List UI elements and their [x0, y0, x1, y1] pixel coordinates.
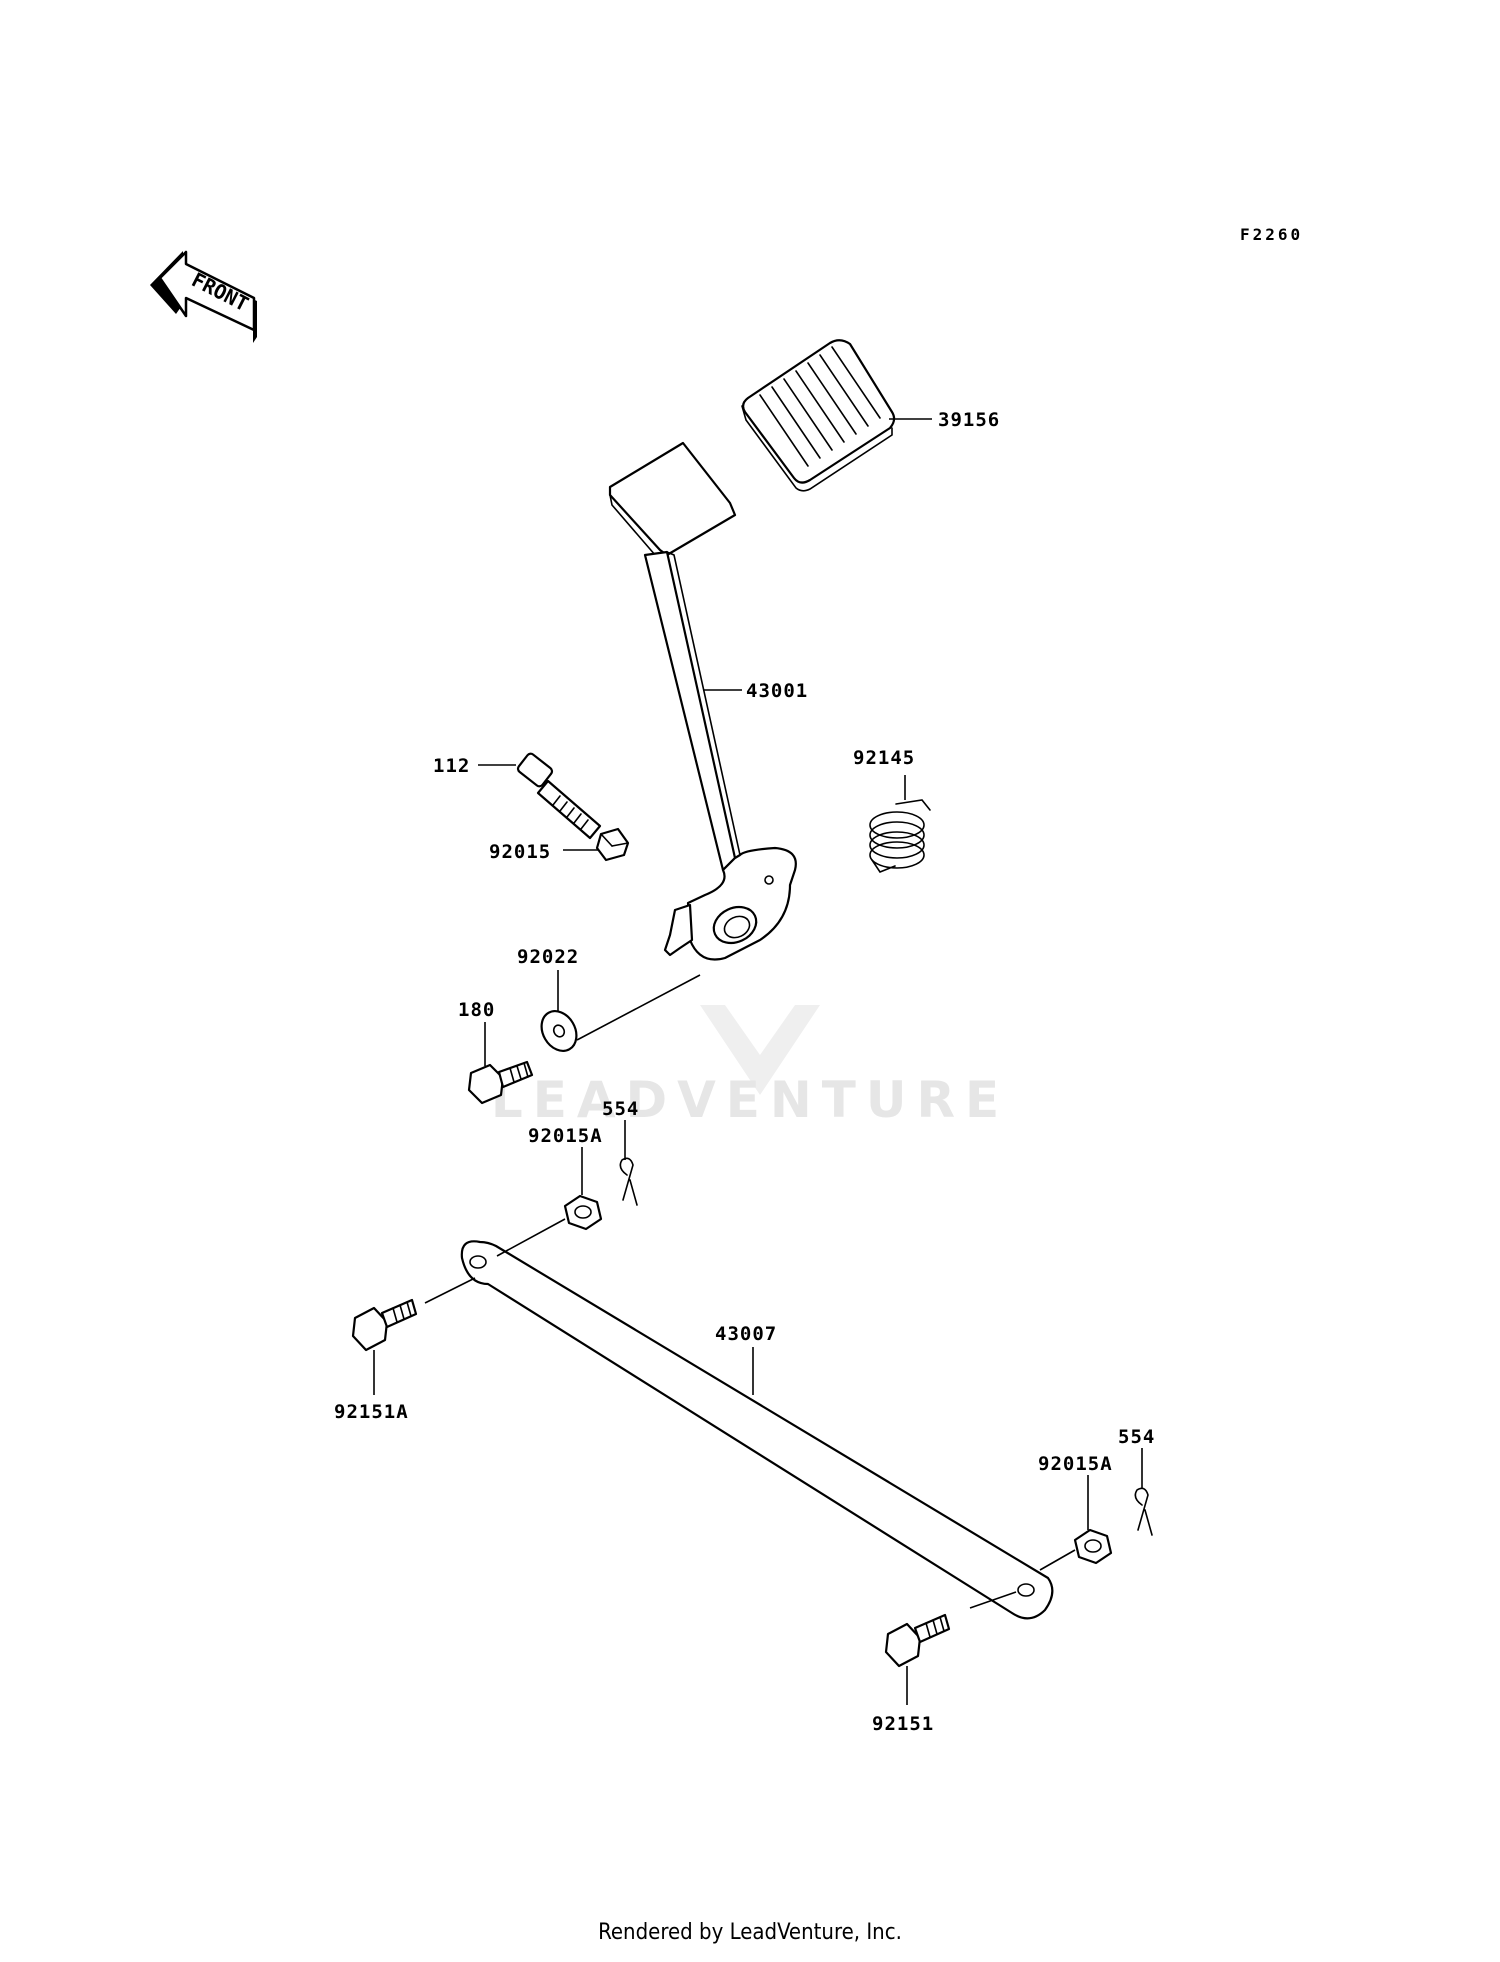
callout-92015a-right: 92015A: [1038, 1453, 1113, 1475]
callout-92015a-left: 92015A: [528, 1125, 603, 1147]
washer-92015a-left: [563, 1194, 603, 1231]
callout-39156: 39156: [938, 409, 1000, 431]
callout-180: 180: [458, 999, 495, 1021]
watermark-logo: LEADVENTURE: [491, 1005, 1009, 1129]
bolt-92151: [884, 1613, 951, 1668]
part-labels: 39156 43001 92145 112 92015 92022 180 55…: [334, 409, 1155, 1735]
brake-pedal-43001: [608, 441, 797, 961]
cotter-pin-554-left: [619, 1157, 638, 1206]
washer-92015a-right: [1073, 1528, 1113, 1565]
callout-43007: 43007: [715, 1323, 777, 1345]
callout-112: 112: [433, 755, 470, 777]
pedal-pad-39156: [741, 339, 896, 492]
bolt-112: [516, 752, 602, 840]
bolt-180: [467, 1060, 534, 1105]
front-arrow-icon: FRONT: [150, 250, 257, 343]
washer-92022: [540, 1010, 578, 1052]
leader-lines: [373, 418, 1143, 1705]
callout-92015: 92015: [489, 841, 551, 863]
brake-rod-43007: [460, 1240, 1054, 1620]
diagram-code: F2260: [1240, 225, 1303, 244]
return-spring-92145: [869, 799, 931, 873]
callout-92151a: 92151A: [334, 1401, 409, 1423]
callout-554-right: 554: [1118, 1426, 1155, 1448]
callout-43001: 43001: [746, 680, 808, 702]
nut-92015: [595, 827, 630, 862]
footer-credit: Rendered by LeadVenture, Inc.: [598, 1920, 902, 1945]
callout-92145: 92145: [853, 747, 915, 769]
callout-92022: 92022: [517, 946, 579, 968]
callout-92151: 92151: [872, 1713, 934, 1735]
cotter-pin-554-right: [1134, 1487, 1153, 1536]
callout-554-left: 554: [602, 1098, 639, 1120]
bolt-92151a: [351, 1298, 418, 1352]
watermark-text: LEADVENTURE: [491, 1071, 1009, 1129]
